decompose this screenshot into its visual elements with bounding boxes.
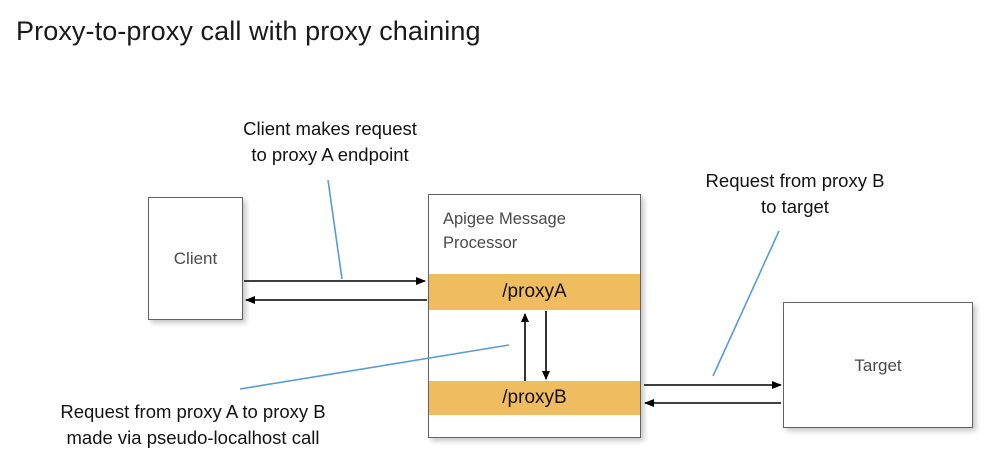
node-client[interactable]: Client	[148, 197, 243, 320]
node-message-processor-title: Apigee Message Processor	[443, 210, 566, 252]
leader-line-client-request	[327, 179, 343, 280]
band-proxy-b[interactable]: /proxyB	[429, 381, 640, 415]
annotation-target-request: Request from proxy B to target	[705, 170, 885, 217]
node-client-label: Client	[173, 249, 218, 268]
leader-line-target-request	[712, 230, 780, 377]
node-message-processor[interactable]: Apigee Message Processor /proxyA /proxyB	[428, 194, 641, 438]
band-proxy-a-label: /proxyA	[502, 281, 567, 302]
node-target-label: Target	[854, 356, 902, 375]
annotation-chaining-note: Request from proxy A to proxy B made via…	[60, 401, 326, 448]
page-title: Proxy-to-proxy call with proxy chaining	[16, 16, 481, 46]
band-proxy-b-label: /proxyB	[502, 387, 567, 408]
annotation-client-request: Client makes request to proxy A endpoint	[243, 118, 417, 165]
node-target[interactable]: Target	[783, 302, 973, 428]
band-proxy-a[interactable]: /proxyA	[429, 274, 640, 310]
